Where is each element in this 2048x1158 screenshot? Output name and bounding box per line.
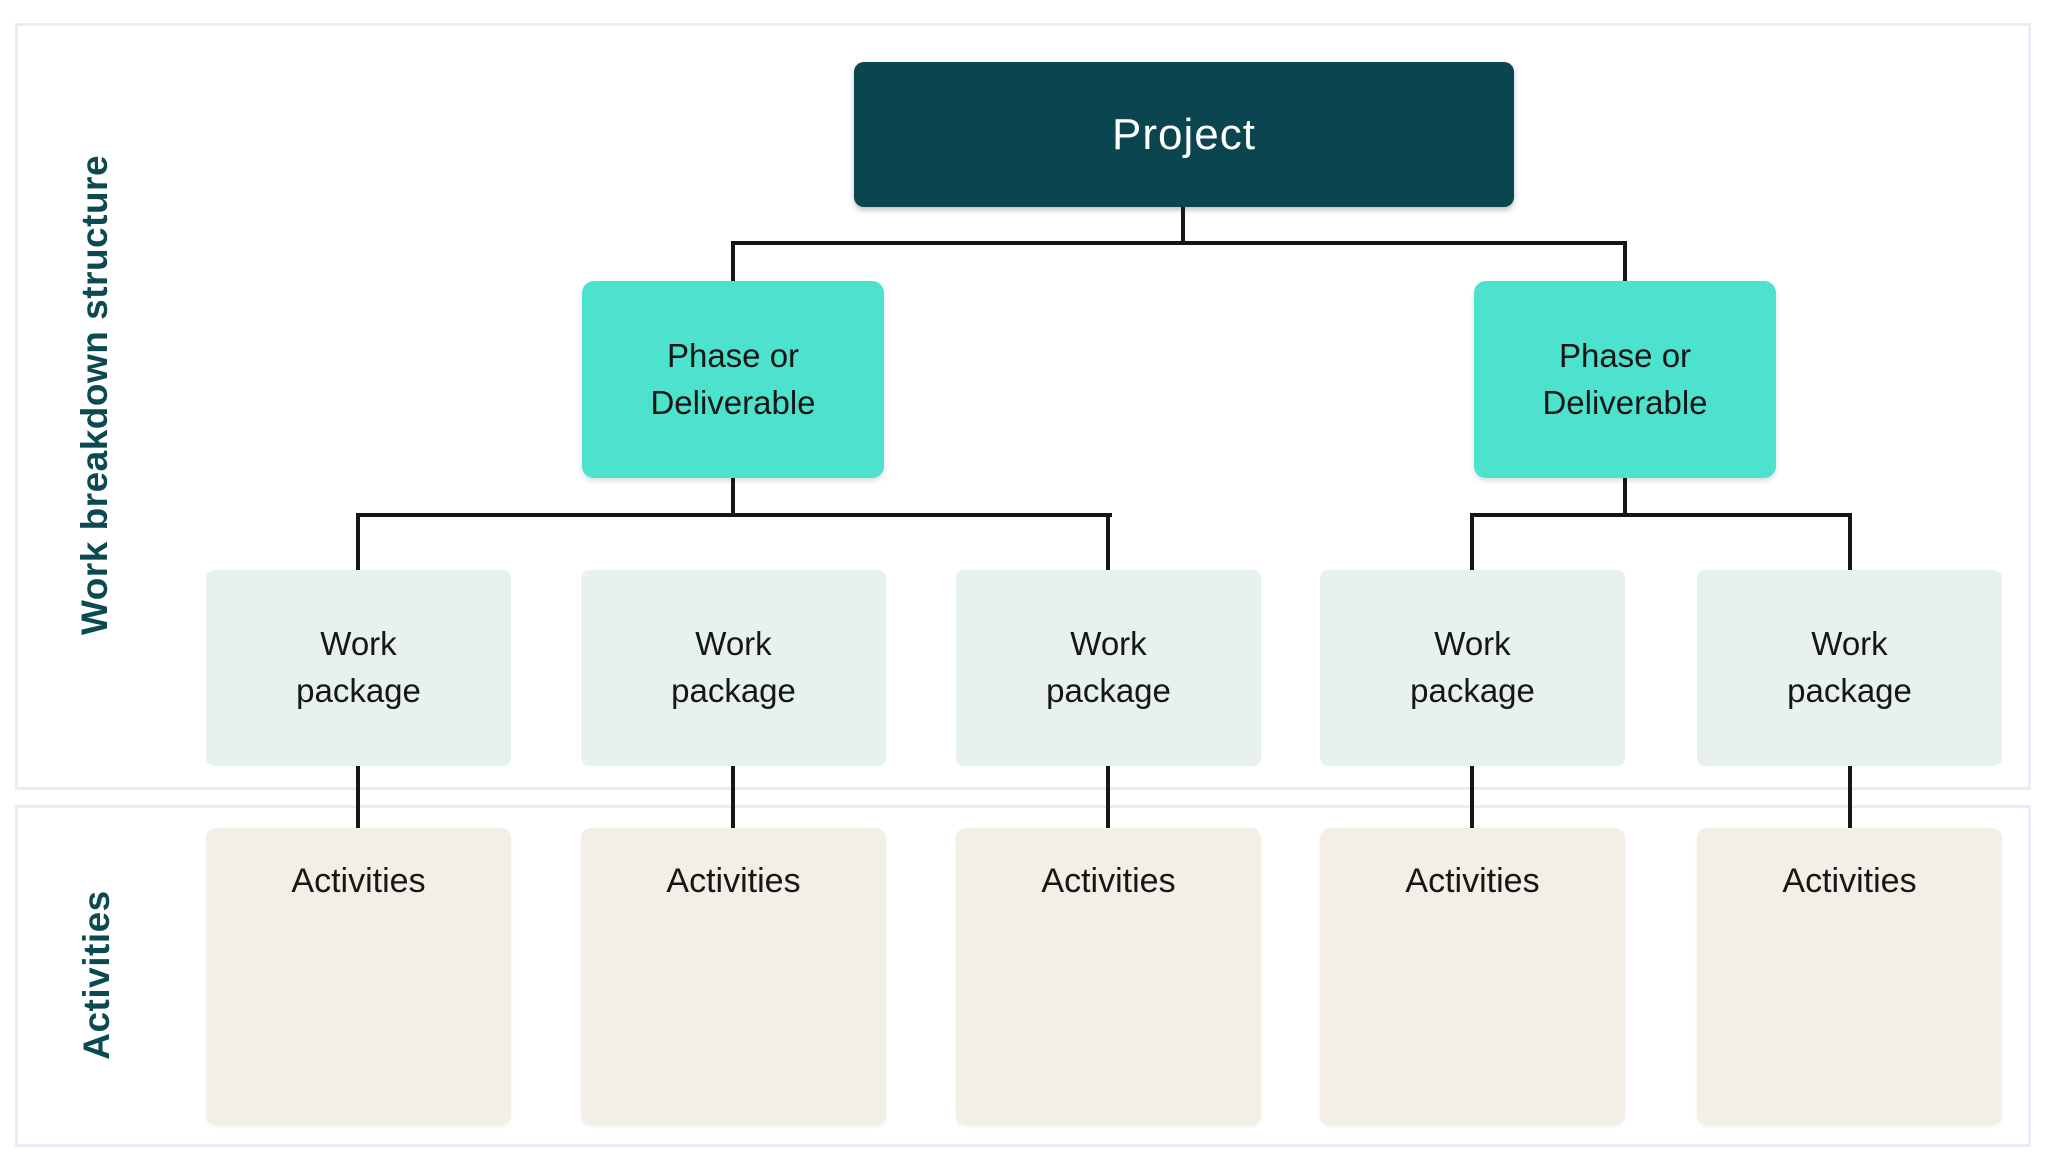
connector-wp4-activities	[1470, 764, 1474, 830]
work-package-box-2: Work package	[581, 570, 886, 766]
connector-wp-rail-right	[1470, 513, 1852, 517]
work-package-box-5: Work package	[1697, 570, 2002, 766]
activities-section-label: Activities	[76, 890, 117, 1060]
project-box: Project	[854, 62, 1514, 207]
connector-phase1-drop	[731, 241, 735, 283]
connector-project-stem	[1181, 206, 1185, 245]
wbs-section-label: Work breakdown structure	[74, 154, 115, 636]
activities-box-4: Activities	[1320, 828, 1625, 1125]
connector-wp2-activities	[731, 764, 735, 830]
connector-wp3-activities	[1106, 764, 1110, 830]
activities-box-5: Activities	[1697, 828, 2002, 1125]
connector-wp-rail-left	[356, 513, 1112, 517]
connector-phases-rail	[731, 241, 1627, 245]
connector-wp1-drop	[356, 513, 360, 572]
connector-wp4-drop	[1470, 513, 1474, 572]
activities-box-1: Activities	[206, 828, 511, 1125]
phase-box-2: Phase or Deliverable	[1474, 281, 1776, 478]
phase-box-1: Phase or Deliverable	[582, 281, 884, 478]
connector-phase2-drop	[1623, 241, 1627, 283]
work-package-box-1: Work package	[206, 570, 511, 766]
connector-phase1-stem	[731, 476, 735, 517]
work-package-box-4: Work package	[1320, 570, 1625, 766]
connector-wp1-activities	[356, 764, 360, 830]
activities-box-3: Activities	[956, 828, 1261, 1125]
connector-wp5-activities	[1848, 764, 1852, 830]
activities-box-2: Activities	[581, 828, 886, 1125]
connector-phase2-stem	[1623, 476, 1627, 517]
connector-wp5-drop	[1848, 513, 1852, 572]
work-package-box-3: Work package	[956, 570, 1261, 766]
connector-wp3-drop	[1106, 513, 1110, 572]
